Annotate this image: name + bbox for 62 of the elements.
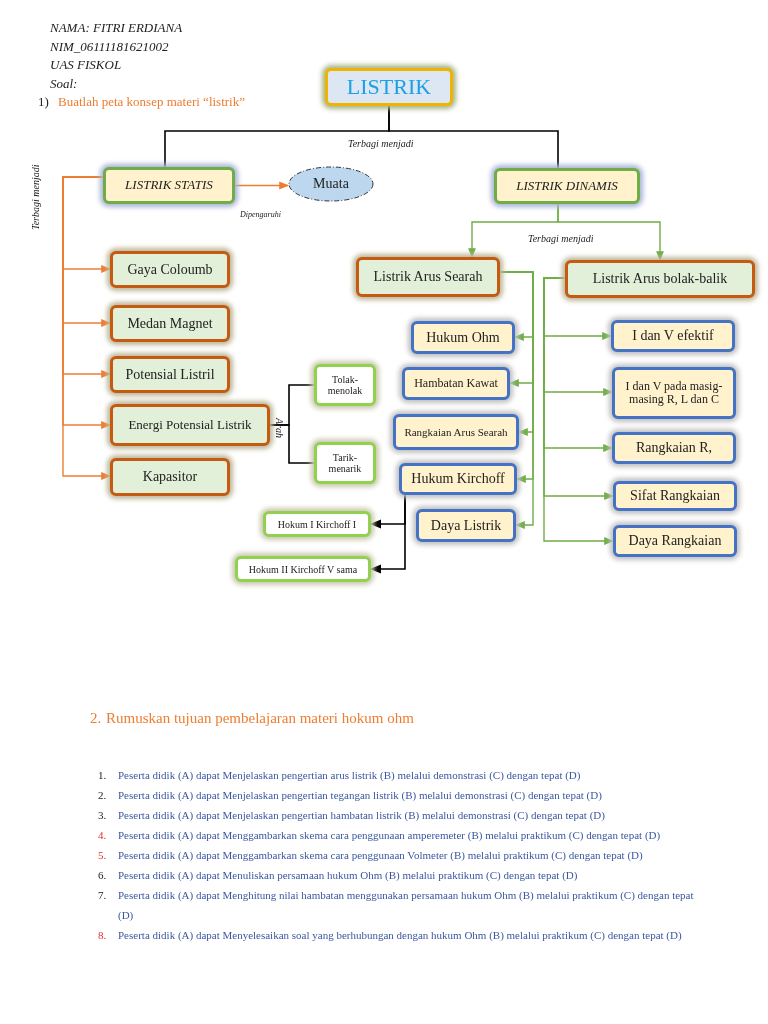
concept-box: I dan V pada masig-masing R, L dan C	[612, 367, 736, 419]
concept-box: LISTRIK STATIS	[103, 167, 235, 204]
arrow	[543, 277, 614, 545]
question-text: Buatlah peta konsep materi “listrik”	[58, 93, 245, 111]
list-item-text: Peserta didik (A) dapat Menjelaskan pengertian arus listrik (B) melalui demonstrasi (C) dengan tepat (D)	[118, 768, 581, 783]
edge-label: Terbagi menjadi	[348, 138, 414, 149]
edge-label: Arah	[274, 418, 285, 438]
concept-box: Medan Magnet	[110, 305, 230, 342]
title-box: LISTRIK	[325, 68, 453, 106]
concept-box: I dan V efektif	[611, 320, 735, 352]
list-item-text: Peserta didik (A) dapat Menjelaskan pengertian hambatan listrik (B) melalui demonstrasi (C) dengan tepat (D)	[118, 808, 605, 823]
question-number: 2.	[90, 709, 102, 728]
concept-box: Tarik-menarik	[314, 442, 376, 484]
arrow	[234, 181, 289, 190]
concept-box: Daya Rangkaian	[613, 525, 737, 557]
header-text: NIM_06111181621002	[50, 38, 169, 56]
header-text: NAMA: FITRI ERDIANA	[50, 19, 183, 37]
list-item-text: Peserta didik (A) dapat Menuliskan persamaan hukum Ohm (B) melalui praktikum (C) dengan tepat (D)	[118, 868, 578, 883]
concept-box: Gaya Coloumb	[110, 251, 230, 288]
connector-line	[269, 424, 315, 464]
arrow	[557, 203, 664, 261]
concept-box: Hukum Ohm	[411, 321, 515, 354]
header-text: UAS FISKOL	[50, 56, 122, 74]
concept-box: Hokum II Kirchoff V sama	[235, 556, 371, 582]
concept-box: Sifat Rangkaian	[613, 481, 737, 511]
list-number: 6.	[98, 868, 107, 883]
edge-label: Terbagi menjadi	[30, 164, 41, 230]
list-item-text: Peserta didik (A) dapat Menyelesaikan soal yang berhubungan dengan hukum Ohm (B) melalui praktikum (C) dengan tepat (D)	[118, 928, 682, 943]
list-number: 1.	[98, 768, 107, 783]
edge-label: Dipengaruhi	[240, 210, 281, 219]
list-item-text: Peserta didik (A) dapat Menggambarkan skema cara penggunaan amperemeter (B) melalui praktikum (C) dengan tepat (D)	[118, 828, 661, 843]
header-text: Soal:	[50, 75, 78, 93]
concept-box: Hambatan Kawat	[402, 367, 510, 400]
concept-box: Rangkaian R,	[612, 432, 736, 464]
concept-box: Kapasitor	[110, 458, 230, 496]
edge-label: Terbagi menjadi	[528, 233, 594, 244]
concept-box: Listrik Arus bolak-balik	[565, 260, 755, 298]
list-number: 8.	[98, 928, 107, 943]
concept-box: Hokum I Kirchoff I	[263, 511, 371, 537]
concept-box: Energi Potensial Listrik	[110, 404, 270, 446]
concept-box: Hukum Kirchoff	[399, 463, 517, 495]
concept-box: Potensial Listril	[110, 356, 230, 393]
arrow	[499, 271, 534, 529]
arrow	[369, 494, 406, 574]
concept-ellipse: Muata	[288, 166, 374, 202]
concept-box: Rangkaian Arus Searah	[393, 414, 519, 450]
concept-box: LISTRIK DINAMIS	[494, 168, 640, 204]
list-number: 3.	[98, 808, 107, 823]
list-item-text: Peserta didik (A) dapat Menghitung nilai hambatan menggunakan persamaan hukum Ohm (B) melalui praktikum (C) dengan tepat (D)	[118, 888, 695, 923]
concept-box: Daya Listrik	[416, 509, 516, 542]
concept-box: Tolak-menolak	[314, 364, 376, 406]
concept-box: Listrik Arus Searah	[356, 257, 500, 297]
list-item-text: Peserta didik (A) dapat Menggambarkan skema cara penggunaan Volmeter (B) melalui praktikum (C) dengan tepat (D)	[118, 848, 643, 863]
question-text: Rumuskan tujuan pembelajaran materi hokum ohm	[106, 709, 414, 728]
connector-line	[388, 105, 559, 169]
list-number: 2.	[98, 788, 107, 803]
list-number: 4.	[98, 828, 107, 843]
question-number: 1)	[38, 93, 49, 111]
arrow	[62, 176, 111, 480]
list-number: 7.	[98, 888, 107, 903]
list-number: 5.	[98, 848, 107, 863]
list-item-text: Peserta didik (A) dapat Menjelaskan pengertian tegangan listrik (B) melalui demonstrasi (C) dengan tepat (D)	[118, 788, 602, 803]
